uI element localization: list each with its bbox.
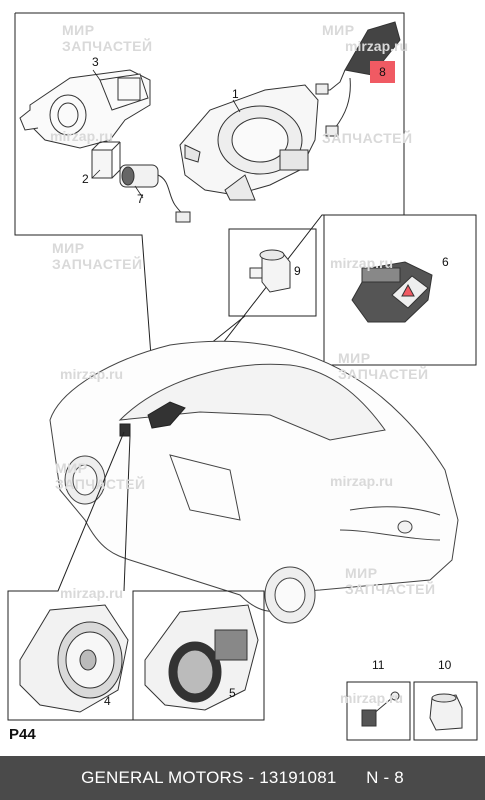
watermark-brand: МИР ЗАПЧАСТЕЙ (345, 565, 436, 597)
watermark-url: mirzap.ru (330, 255, 394, 271)
watermark-line1: МИР (55, 460, 88, 476)
watermark-url: mirzap.ru (330, 473, 394, 489)
footer-manufacturer: GENERAL MOTORS (81, 768, 244, 787)
callout-part-7: 7 (137, 192, 144, 206)
installed-module (119, 401, 186, 437)
car-outline (49, 340, 459, 624)
callout-part-2: 2 (82, 172, 89, 186)
callout-part-1: 1 (232, 87, 239, 101)
watermark-brand: МИР ЗАПЧАСТЕЙ (55, 460, 146, 492)
watermark-brand: ЗАПЧАСТЕЙ (322, 130, 413, 146)
watermark-line1: МИР (52, 240, 85, 256)
hazard-switch-part-6 (351, 261, 433, 323)
switch-with-cable-part (119, 164, 191, 223)
watermark-url: mirzap.ru (50, 128, 114, 144)
watermark-line2: ЗАПЧАСТЕЙ (52, 256, 143, 272)
part-11-frame (346, 681, 411, 741)
watermark-line2: ЗАПЧАСТЕЙ (55, 476, 146, 492)
page-code: P44 (9, 726, 36, 743)
watermark-url: mirzap.ru (345, 38, 409, 54)
lock-cylinder-part (91, 141, 121, 179)
part-6-frame (323, 214, 477, 366)
light-switch-part-4 (19, 604, 129, 713)
watermark-line1: МИР (62, 22, 95, 38)
watermark-url: mirzap.ru (60, 585, 124, 601)
watermark-line2: ЗАПЧАСТЕЙ (62, 38, 153, 54)
callout-part-10: 10 (438, 658, 452, 672)
footer-bar: GENERAL MOTORS - 13191081 N - 8 (0, 756, 485, 800)
clock-spring-module-part (179, 84, 319, 201)
callout-part-9: 9 (294, 264, 301, 278)
footer-position: N - 8 (366, 768, 404, 787)
watermark-brand: МИР ЗАПЧАСТЕЙ (338, 350, 429, 382)
watermark-line2: ЗАПЧАСТЕЙ (338, 366, 429, 382)
cap-part-10 (429, 693, 463, 731)
callout-part-3: 3 (92, 55, 99, 69)
footer-part-number: 13191081 (259, 768, 337, 787)
bulb-socket-part-11 (361, 691, 400, 727)
footer-separator: - (248, 768, 255, 787)
stalk-switch-part (315, 21, 401, 137)
callout-part-6: 6 (442, 255, 449, 269)
watermark-line1: МИР (338, 350, 371, 366)
watermark-line1: МИР (322, 22, 355, 38)
callout-part-8-highlighted: 8 (370, 61, 395, 83)
dimmer-knob-part-9 (249, 249, 291, 293)
footer-gap (337, 768, 367, 788)
watermark-url: mirzap.ru (60, 366, 124, 382)
watermark-line2: ЗАПЧАСТЕЙ (345, 581, 436, 597)
callout-part-4: 4 (104, 694, 111, 708)
leader-lines-top (91, 69, 241, 199)
watermark-brand: МИР ЗАПЧАСТЕЙ (52, 240, 143, 272)
light-switch-part-5 (144, 604, 259, 711)
callout-part-5: 5 (229, 686, 236, 700)
part-10-frame (413, 681, 478, 741)
watermark-line2: ЗАПЧАСТЕЙ (322, 130, 413, 146)
ignition-housing-part (19, 69, 151, 149)
watermark-url: mirzap.ru (340, 690, 404, 706)
callout-part-11: 11 (372, 658, 385, 672)
watermark-brand: МИР ЗАПЧАСТЕЙ (62, 22, 153, 54)
watermark-line1: МИР (345, 565, 378, 581)
watermark-brand: МИР (322, 22, 355, 38)
leader-lines-bottom (7, 431, 265, 721)
